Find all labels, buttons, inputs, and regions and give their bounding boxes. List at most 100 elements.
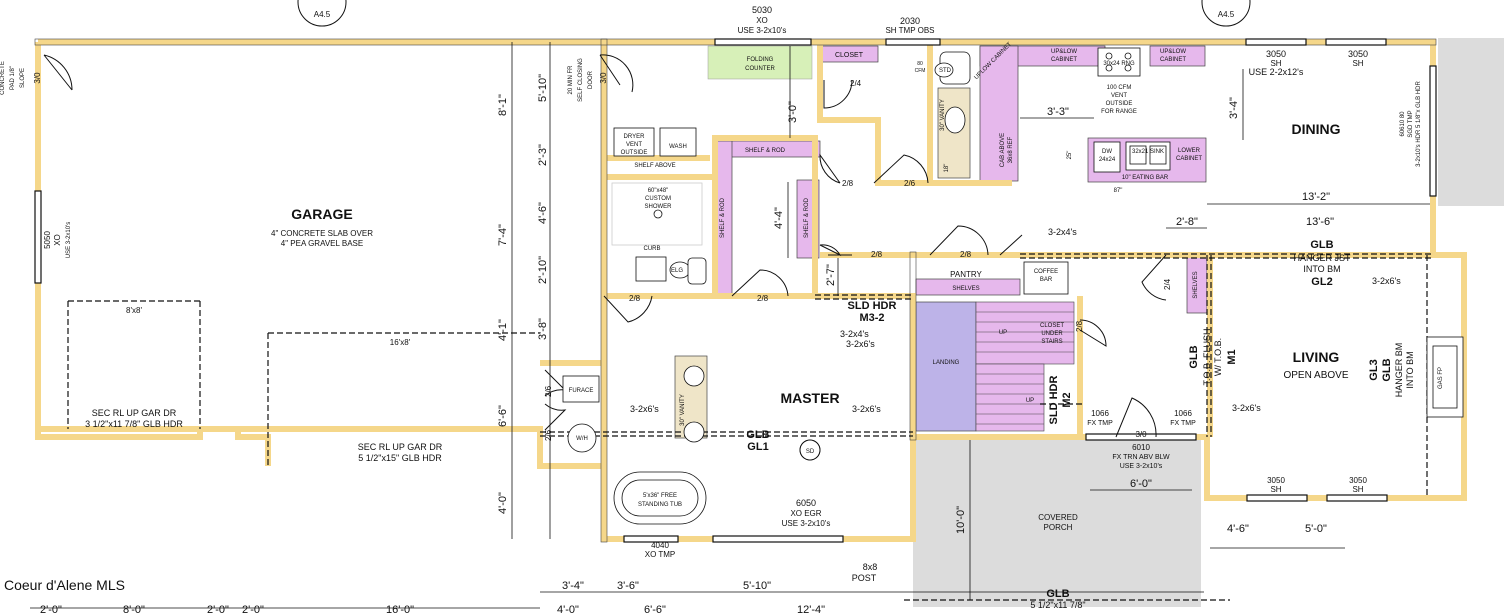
sgd-label: SGD TMP	[1408, 110, 1414, 137]
dim-b4: 2'-0"	[242, 604, 264, 614]
closet-under-3: STAIRS	[1041, 339, 1062, 345]
cab-above-1: CAB ABOVE	[1000, 133, 1006, 167]
w6050: 6050	[796, 498, 816, 508]
gar-door2-l1: SEC RL UP GAR DR	[358, 442, 443, 452]
dim-sw25: 25"	[1067, 151, 1073, 160]
glb5: GLB	[1046, 588, 1069, 600]
garage-note-2: 4" PEA GRAVEL BASE	[281, 239, 363, 248]
closet-label: CLOSET	[835, 52, 864, 59]
section-1: A4.5	[314, 10, 331, 19]
post-1: 8x8	[863, 562, 878, 572]
eating-bar: 10" EATING BAR	[1122, 175, 1169, 181]
glb3a: T.O.B. FLUSH	[1202, 328, 1212, 385]
shelves-label: SHELVES	[1193, 271, 1199, 298]
w4040-type: XO TMP	[645, 550, 676, 559]
shelf-rod-left: SHELF & ROD	[720, 197, 726, 238]
covered-porch	[913, 437, 1201, 607]
w1066a-type: FX TMP	[1087, 420, 1113, 427]
w5050-type: XO	[53, 234, 62, 246]
dim-v2: 5'-10"	[537, 74, 549, 102]
w1066a: 1066	[1091, 409, 1109, 418]
folding-counter	[707, 45, 813, 80]
master-label: MASTER	[780, 390, 839, 406]
cab-above-2: 36x8 REF	[1008, 136, 1014, 163]
garage-note-1: 4" CONCRETE SLAB OVER	[271, 229, 373, 238]
upplow-2b: CABINET	[1160, 57, 1186, 63]
section-markers	[297, 0, 1251, 27]
closet-under-2: UNDER	[1041, 331, 1063, 337]
door-26c: 2/6	[544, 429, 553, 441]
dim-v7: 4'-1"	[497, 319, 509, 341]
dim-v5: 4'-6"	[537, 202, 549, 224]
coffee-2: BAR	[1040, 277, 1053, 283]
dim-b6: 4'-0"	[557, 604, 579, 614]
dryer-1: DRYER	[624, 134, 646, 140]
glb2c: GL2	[1311, 276, 1332, 288]
landing-label: LANDING	[933, 360, 960, 366]
door-swings	[43, 54, 1167, 438]
tub-2: STANDING TUB	[638, 502, 682, 508]
vanity-powder: 30" VANITY	[940, 99, 946, 131]
porch-line-2: PORCH	[1044, 523, 1073, 532]
w5030: 5030	[752, 5, 772, 15]
shower-1: 60"x48"	[648, 188, 669, 194]
furnace-label: FURACE	[569, 388, 594, 394]
w6010-note: USE 3-2x10's	[1120, 463, 1163, 470]
windows	[34, 38, 1437, 543]
section-2: A4.5	[1218, 10, 1235, 19]
callout-6: 3-2x6's	[846, 339, 875, 349]
dw-1: DW	[1102, 149, 1112, 155]
w3050c: 3050	[1267, 476, 1285, 485]
shelf-above: SHELF ABOVE	[634, 163, 675, 169]
callout-4: 3-2x6's	[1232, 403, 1261, 413]
beam-labels: SLD HDR M3-2 SLD HDR M2 GLB GL1 GLB HANG…	[630, 227, 1415, 610]
door-24b: 2/4	[1163, 278, 1172, 290]
dim-v15: 3'-4"	[1228, 97, 1240, 119]
dining-label: DINING	[1292, 121, 1341, 137]
w3050d-type: SH	[1352, 485, 1363, 494]
vent-4: FOR RANGE	[1101, 109, 1137, 115]
door-30b: 3/0	[599, 72, 608, 84]
door-24a: 2/4	[850, 79, 862, 88]
w5030-note: USE 3-2x10's	[738, 26, 787, 35]
door-28c: 2/8	[960, 250, 972, 259]
d30-porch: 3/0	[1135, 430, 1147, 439]
dim-v13: 2'-7"	[825, 264, 837, 286]
dimension-labels: 8'-1" 5'-10" 2'-3" 7'-4" 4'-6" 2'-10" 4'…	[40, 61, 1334, 614]
post-2: POST	[852, 573, 877, 583]
curb-label: CURB	[643, 246, 660, 252]
glb3b: W/ T.O.B.	[1213, 338, 1223, 376]
dim-v11: 3'-0"	[787, 101, 799, 123]
eating-bar-dim: 87"	[1114, 188, 1123, 194]
sgd-num: 60610 80	[1400, 111, 1406, 137]
callout-7: 3-2x6's	[852, 404, 881, 414]
dim-v9: 6'-6"	[497, 405, 509, 427]
shower-3: SHOWER	[645, 204, 673, 210]
dim-cfm2: CFM	[915, 68, 926, 74]
dryer-2: VENT	[626, 142, 642, 148]
door-28d: 2/8	[629, 294, 641, 303]
range-label: 30x24 RNG	[1103, 61, 1135, 67]
dim-b7: 6'-6"	[644, 604, 666, 614]
fixtures	[562, 47, 1464, 525]
up-label-2: UP	[1026, 398, 1034, 404]
dim-b2: 8'-0"	[123, 604, 145, 614]
w6050-note: USE 3-2x10's	[782, 519, 831, 528]
elg-label-1: ELG	[671, 268, 683, 274]
fire-door-1: 20 MIN FR	[568, 65, 574, 95]
dim-h3: 13'-6"	[1306, 216, 1334, 228]
dim-h2: 13'-2"	[1302, 191, 1330, 203]
callout-2: 3-2x4's	[1048, 227, 1077, 237]
dim-h8: 3'-4"	[562, 580, 584, 592]
stair-landing	[915, 301, 977, 432]
gar-door2-l2: 5 1/2"x15" GLB HDR	[358, 453, 442, 463]
folding-label-2: COUNTER	[745, 66, 775, 72]
dim-b5: 16'-0"	[386, 604, 414, 614]
vanity-master: 30" VANITY	[680, 394, 686, 426]
lower-cab-1: LOWER	[1178, 148, 1201, 154]
dim-v3: 2'-3"	[537, 144, 549, 166]
room-labels: GARAGE 4" CONCRETE SLAB OVER 4" PEA GRAV…	[271, 52, 1349, 532]
wash-label: WASH	[669, 144, 687, 150]
w6010: 6010	[1132, 443, 1150, 452]
door-labels: 3/0 3/0 2/4 2/8 2/6 2/8 2/8 2/8 2/8 2/8 …	[33, 72, 1172, 441]
